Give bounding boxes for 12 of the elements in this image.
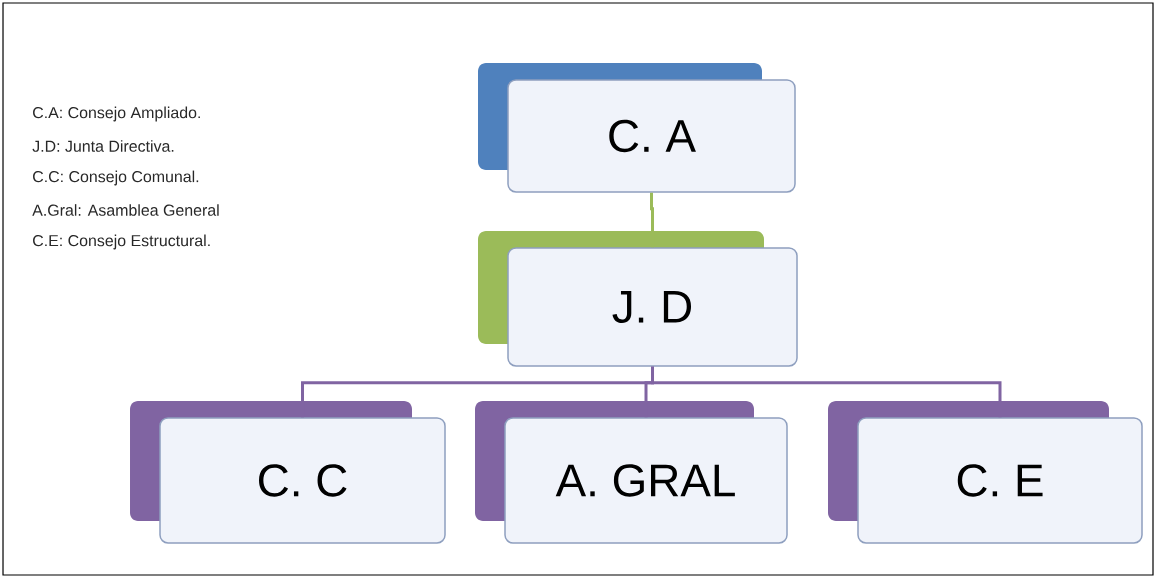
org-box: C. A <box>478 63 796 193</box>
org-box: J. D <box>478 231 798 367</box>
key-text: C.C: Consejo Comunal. <box>33 170 199 186</box>
connector-line <box>651 366 1002 418</box>
key-text: A.Gral: Asamblea General <box>32 204 219 216</box>
org-box: A. GRAL <box>475 401 788 544</box>
org-box: C. C <box>130 401 446 544</box>
key-text: C.E: Consejo Estructural. <box>33 234 210 250</box>
connector-line <box>650 192 654 248</box>
key-text: J.D: Junta Directiva. <box>32 140 174 152</box>
key-text: C.A: Consejo Ampliado. <box>33 106 200 122</box>
org-box: C. E <box>828 401 1143 544</box>
